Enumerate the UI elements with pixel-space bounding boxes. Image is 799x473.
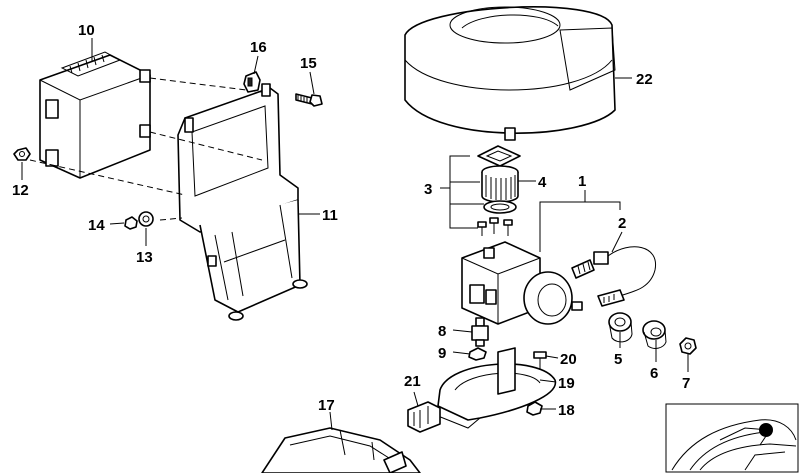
callout-17: 17	[318, 397, 335, 414]
clip-part-16[interactable]	[243, 71, 261, 93]
nut-part-12[interactable]	[13, 147, 31, 161]
callout-15: 15	[300, 55, 317, 72]
location-marker	[759, 423, 773, 437]
callout-8: 8	[438, 323, 446, 340]
callout-20: 20	[560, 351, 577, 368]
screw-part-20[interactable]	[533, 351, 547, 370]
callout-5: 5	[614, 351, 622, 368]
car-silhouette-icon	[671, 419, 797, 471]
callout-19: 19	[558, 375, 575, 392]
callout-12: 12	[12, 182, 29, 199]
screws-part-3[interactable]	[477, 217, 513, 236]
sleeve-part-7[interactable]	[679, 337, 697, 355]
rubber-mount-part-8[interactable]	[471, 317, 489, 347]
callout-21: 21	[404, 373, 421, 390]
callout-18: 18	[558, 402, 575, 419]
vehicle-location-inset	[665, 403, 799, 473]
assembly-dashed-lines	[29, 77, 263, 221]
bushing-part-5[interactable]	[608, 312, 633, 343]
trim-panel-part-17[interactable]	[261, 427, 421, 473]
bracket-part-11[interactable]	[177, 83, 308, 321]
gasket-top-part-3[interactable]	[477, 145, 521, 167]
holder-plate-part-19[interactable]	[437, 347, 556, 429]
washer-part-13[interactable]	[138, 211, 154, 227]
pump-unit-part-1[interactable]	[461, 241, 583, 325]
callout-4: 4	[538, 174, 547, 191]
connector-part-21[interactable]	[407, 401, 441, 433]
callout-6: 6	[650, 365, 658, 382]
cover-part-22[interactable]	[404, 6, 616, 141]
wiring-harness-part-2[interactable]	[571, 246, 656, 307]
callout-13: 13	[136, 249, 153, 266]
screw-part-15[interactable]	[295, 93, 323, 107]
callout-11: 11	[322, 207, 338, 224]
nut-part-9[interactable]	[468, 347, 487, 361]
callout-10: 10	[78, 22, 95, 39]
callout-14: 14	[88, 217, 105, 234]
callout-7: 7	[682, 375, 690, 392]
nut-part-14[interactable]	[124, 216, 138, 230]
callout-labels: 10 16 15 12 14 13 11 22 3 4 1 2 8 9 5 6 …	[12, 22, 690, 419]
callout-1: 1	[578, 173, 586, 190]
control-unit-part-10[interactable]	[39, 51, 151, 179]
callout-22: 22	[636, 71, 653, 88]
callout-2: 2	[618, 215, 626, 232]
seal-ring-part-3[interactable]	[483, 200, 517, 214]
callout-3: 3	[424, 181, 432, 198]
nut-part-18[interactable]	[526, 401, 543, 416]
grommet-part-6[interactable]	[642, 320, 667, 349]
filter-part-4[interactable]	[481, 165, 519, 203]
callout-9: 9	[438, 345, 446, 362]
leader-lines	[21, 38, 689, 431]
callout-16: 16	[250, 39, 267, 56]
